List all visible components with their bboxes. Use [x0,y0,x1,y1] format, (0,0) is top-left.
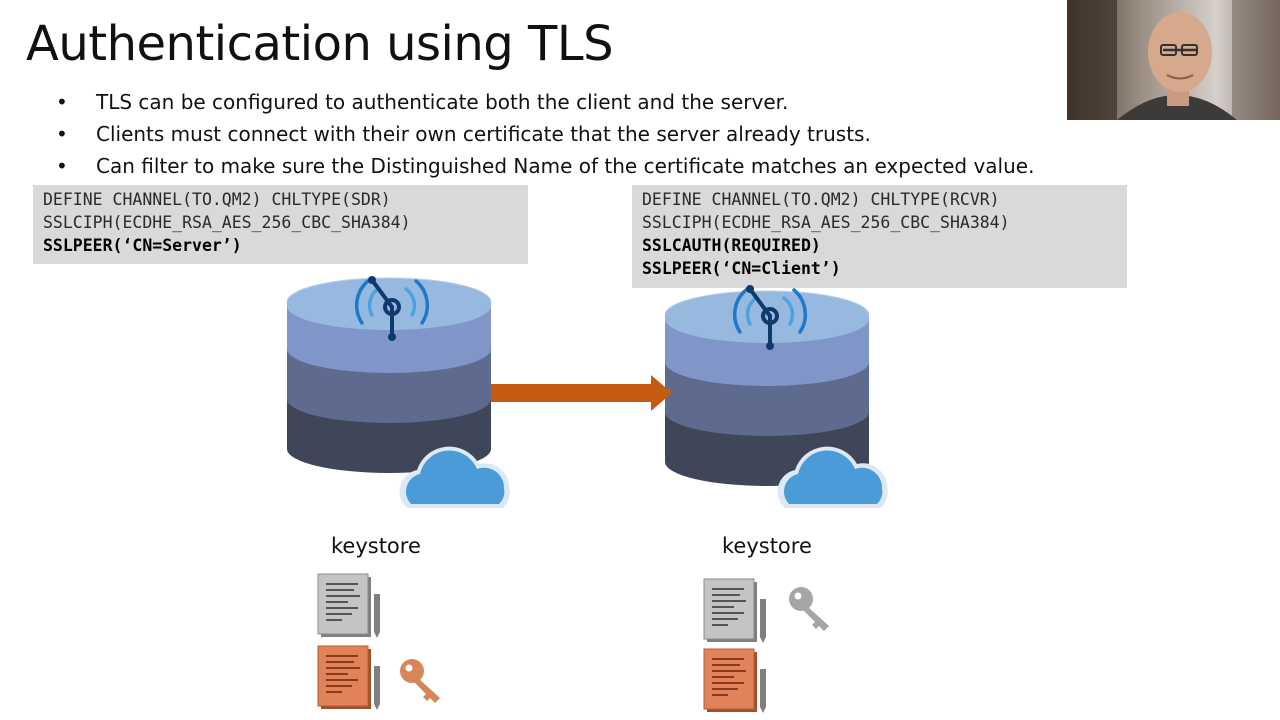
certificate-icon [317,645,381,711]
sender-keystore-label: keystore [331,534,421,558]
bullet-list: • TLS can be configured to authenticate b… [56,86,1116,182]
certificate-icon [703,648,767,714]
receiver-channel-config: DEFINE CHANNEL(TO.QM2) CHLTYPE(RCVR) SSL… [632,185,1127,288]
key-icon [789,587,829,631]
receiver-keystore-label: keystore [722,534,812,558]
sender-channel-config: DEFINE CHANNEL(TO.QM2) CHLTYPE(SDR) SSLC… [33,185,528,264]
arrow-right-icon [491,375,672,411]
webcam-video [1067,0,1280,120]
config-line-sslcauth: SSLCAUTH(REQUIRED) [642,236,821,255]
antenna-icon [732,283,808,352]
certificate-icon [703,578,767,644]
antenna-icon [354,274,430,343]
config-line: SSLCIPH(ECDHE_RSA_AES_256_CBC_SHA384) [43,213,411,232]
config-line-sslpeer: SSLPEER(‘CN=Client’) [642,259,841,278]
bullet-text: Clients must connect with their own cert… [96,122,871,146]
slide-title: Authentication using TLS [26,16,614,72]
key-icon [400,659,440,703]
config-line: DEFINE CHANNEL(TO.QM2) CHLTYPE(RCVR) [642,190,1000,209]
bullet-text: TLS can be configured to authenticate bo… [96,90,789,114]
config-line-sslpeer: SSLPEER(‘CN=Server’) [43,236,242,255]
bullet-dot: • [56,90,68,114]
cloud-icon [399,446,510,508]
config-line: SSLCIPH(ECDHE_RSA_AES_256_CBC_SHA384) [642,213,1010,232]
bullet-dot: • [56,154,68,178]
certificate-icon [317,573,381,639]
sender-database-icon [286,277,492,474]
bullet-item: • Can filter to make sure the Distinguish… [56,150,1116,182]
cloud-icon [777,446,888,508]
bullet-item: • TLS can be configured to authenticate b… [56,86,1116,118]
bullet-text: Can filter to make sure the Distinguishe… [96,154,1035,178]
bullet-item: • Clients must connect with their own cer… [56,118,1116,150]
config-line: DEFINE CHANNEL(TO.QM2) CHLTYPE(SDR) [43,190,391,209]
bullet-dot: • [56,122,68,146]
receiver-database-icon [664,290,870,487]
